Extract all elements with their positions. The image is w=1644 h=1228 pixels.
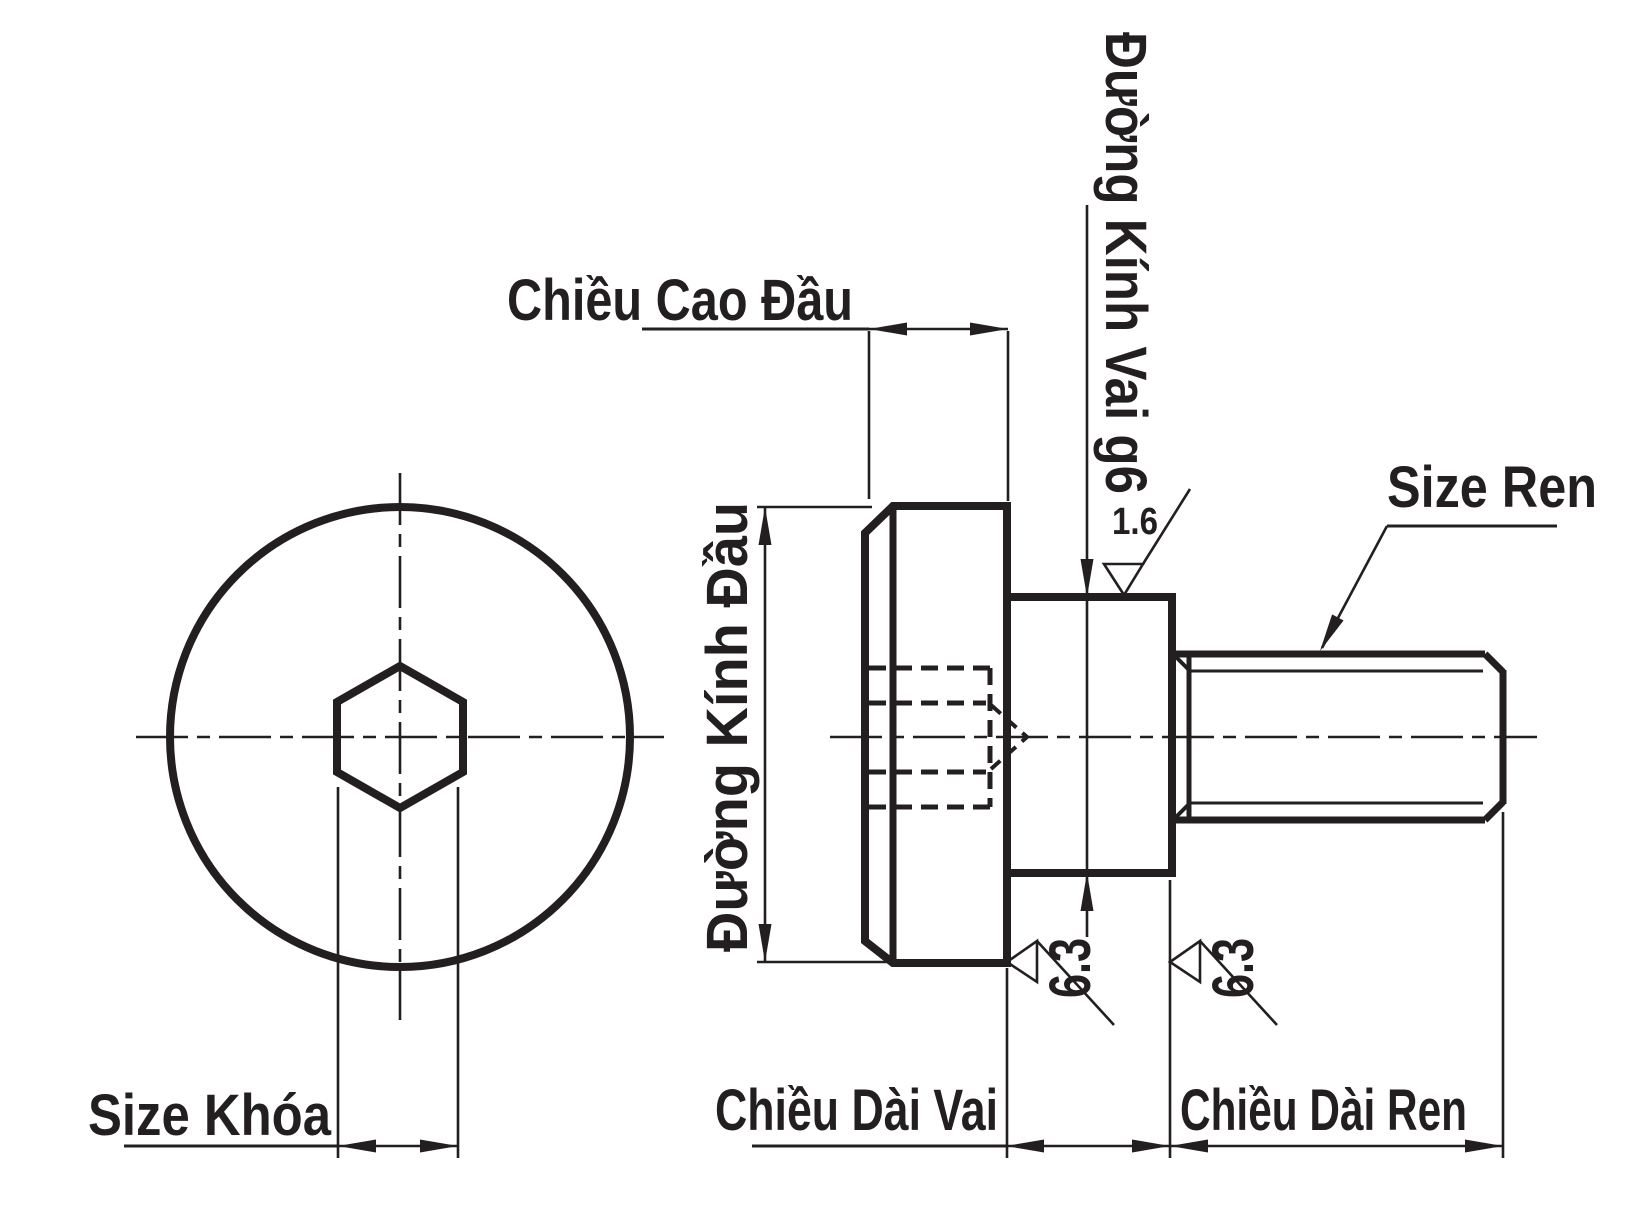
shoulder-length-label: Chiều Dài Vai xyxy=(715,1078,998,1143)
roughness-tail xyxy=(1141,488,1192,565)
dimension-arrow xyxy=(1465,1139,1503,1153)
dimension-arrow xyxy=(1080,873,1094,911)
roughness-value: 6.3 xyxy=(1201,938,1266,998)
head-height-label: Chiều Cao Đầu xyxy=(507,268,853,333)
head-diameter-label: Đường Kính Đầu xyxy=(695,502,760,952)
shoulder-outline xyxy=(1007,593,1176,877)
roughness-triangle-icon xyxy=(1167,938,1202,985)
surface-roughness-shoulder: 1.6 xyxy=(1101,488,1192,598)
head-height-extension-lines xyxy=(867,331,1010,501)
dimension-arrow xyxy=(869,322,907,336)
head-diameter-extension-lines xyxy=(757,505,887,964)
dimension-arrow xyxy=(1080,559,1094,597)
roughness-triangle-icon xyxy=(1004,938,1039,985)
dimension-arrow xyxy=(338,1139,376,1153)
surface-roughness-shoulder-face: 6.3 xyxy=(1167,938,1278,1026)
thread-length-label: Chiều Dài Ren xyxy=(1180,1078,1467,1143)
dimension-arrow xyxy=(970,322,1008,336)
leader-arrow xyxy=(1320,614,1344,651)
dimension-arrow xyxy=(1170,1139,1208,1153)
dimension-shoulder-length: Chiều Dài Vai xyxy=(715,880,1172,1158)
front-view xyxy=(136,473,664,1158)
thread-root-lines xyxy=(1189,669,1483,805)
dimension-arrow xyxy=(420,1139,458,1153)
head-profile-outline xyxy=(861,502,1011,967)
dimension-head-diameter: Đường Kính Đầu xyxy=(695,502,887,964)
dimension-arrow xyxy=(758,924,772,962)
surface-roughness-head-face: 6.3 xyxy=(1004,938,1115,1026)
shoulder-diameter-label: Đường Kính Vai g6 xyxy=(1093,32,1158,494)
dimension-shoulder-diameter: Đường Kính Vai g6 xyxy=(1080,32,1158,937)
thread-size-label: Size Ren xyxy=(1387,455,1597,520)
roughness-value: 1.6 xyxy=(1112,501,1158,543)
dimension-thread-length: Chiều Dài Ren xyxy=(1170,812,1505,1158)
annotation-thread-size: Size Ren xyxy=(1320,455,1597,651)
dimension-arrow xyxy=(1006,1139,1044,1153)
dimensions: Chiều Cao Đầu Đường Kính Đầu Đường Kính … xyxy=(88,32,1597,1158)
dimension-arrow xyxy=(1132,1139,1170,1153)
dimension-arrow xyxy=(758,507,772,545)
roughness-triangle-icon xyxy=(1101,562,1146,598)
dimension-key-size: Size Khóa xyxy=(88,1083,458,1153)
roughness-value: 6.3 xyxy=(1038,938,1103,998)
roughness-tail xyxy=(1199,940,1278,1026)
roughness-tail xyxy=(1036,940,1115,1026)
thread-end-chamfer xyxy=(1482,651,1506,823)
side-view xyxy=(830,502,1537,967)
key-size-label: Size Khóa xyxy=(88,1083,332,1148)
dimension-head-height: Chiều Cao Đầu xyxy=(507,268,1010,501)
